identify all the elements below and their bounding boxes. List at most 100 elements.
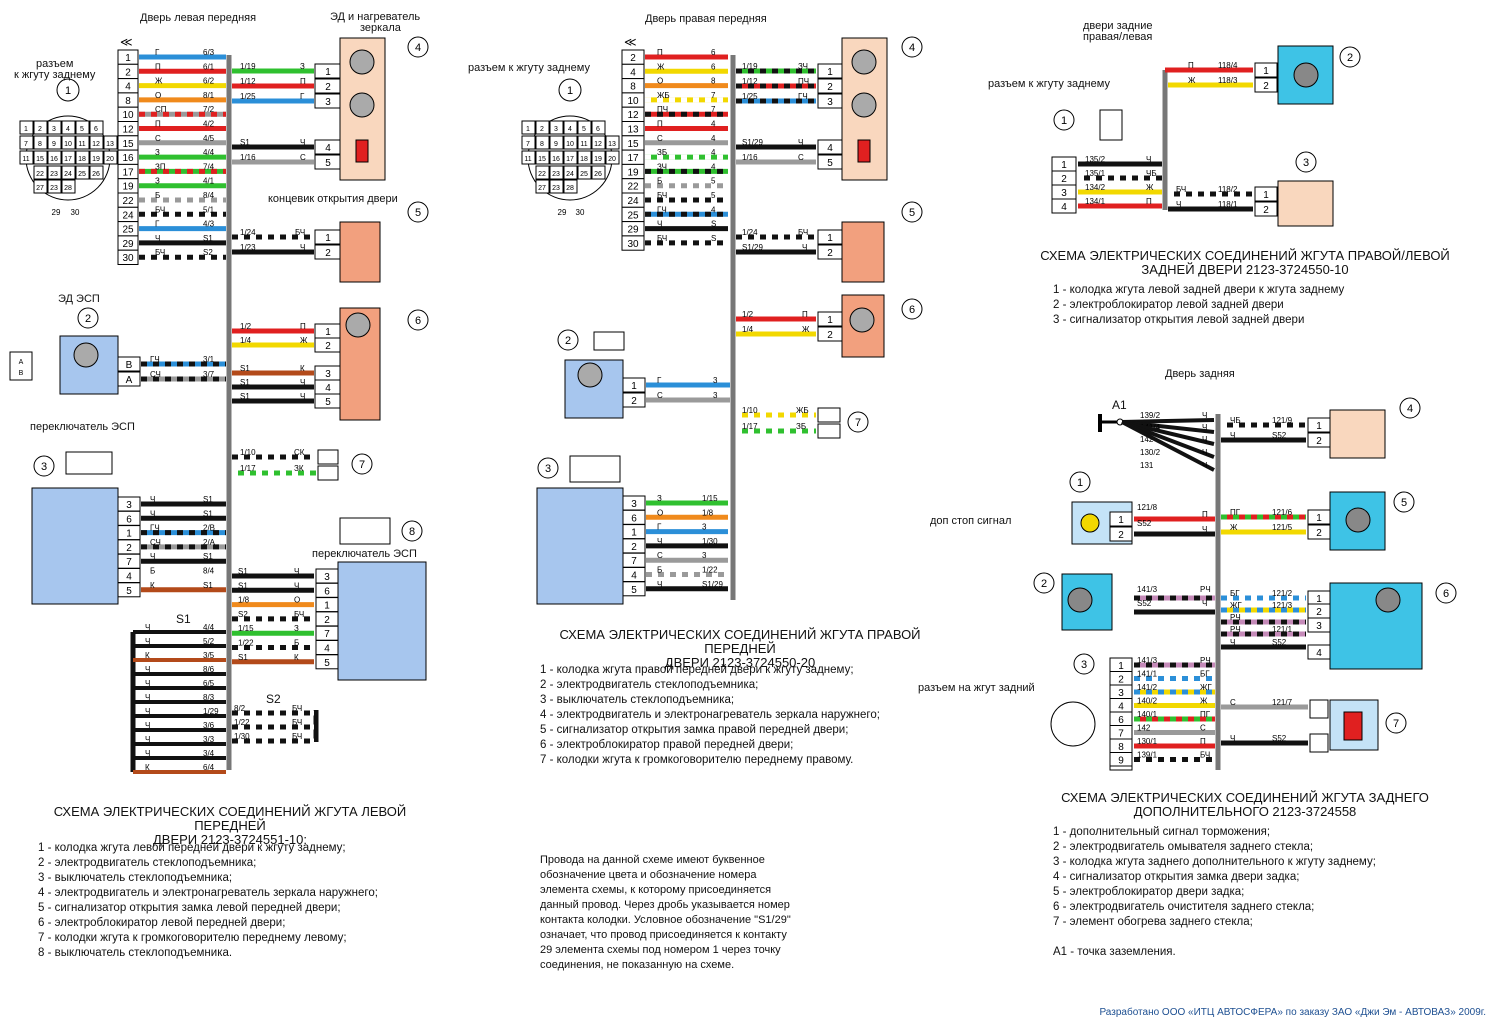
pin bbox=[314, 229, 341, 245]
wire-label: 1/4 bbox=[240, 336, 252, 345]
wire-letter: РЧ bbox=[1230, 613, 1241, 622]
connector-cell bbox=[103, 135, 118, 150]
pin-number: 2 bbox=[1316, 607, 1322, 618]
callout-2 bbox=[1033, 572, 1055, 594]
motor-icon bbox=[1375, 587, 1401, 613]
connector-cell-label: 8 bbox=[38, 141, 42, 148]
pin-number: 1 bbox=[1316, 594, 1322, 605]
mid-legend-item: 7 - колодки жгута к громкоговорителю пер… bbox=[540, 754, 854, 766]
callout-number: 5 bbox=[909, 207, 915, 219]
callout-number: 1 bbox=[65, 85, 71, 97]
pin-number: 2 bbox=[631, 542, 637, 553]
connector-cell bbox=[521, 120, 536, 135]
rear-side-legend-item: 2 - электроблокиратор левой задней двери bbox=[1053, 299, 1284, 311]
pin-number: 8 bbox=[125, 96, 131, 107]
pin-number: 5 bbox=[325, 158, 331, 169]
pin bbox=[117, 582, 141, 598]
lamp-icon bbox=[1080, 513, 1100, 533]
callout-4 bbox=[1399, 397, 1421, 419]
wire-label: 2/А bbox=[203, 538, 216, 547]
pin bbox=[817, 78, 843, 94]
pin bbox=[1307, 617, 1331, 633]
wire-letter: Ч bbox=[1230, 734, 1235, 743]
pin bbox=[1254, 186, 1278, 202]
wire-label: 1/30 bbox=[702, 537, 718, 546]
connector-cell-label: 15 bbox=[538, 156, 546, 163]
wire-label: 5 bbox=[711, 191, 716, 200]
wire-letter: Ч bbox=[294, 581, 299, 590]
wire-letter: СЧ bbox=[150, 538, 161, 547]
pin bbox=[817, 63, 843, 79]
pin bbox=[314, 393, 341, 409]
wire-label: 121/7 bbox=[1272, 698, 1293, 707]
switch-connector-icon bbox=[65, 451, 113, 475]
wire-label: 1/15 bbox=[238, 624, 254, 633]
connector-cell-label: 1 bbox=[24, 126, 28, 133]
callout-6 bbox=[407, 309, 429, 331]
wire-label: 139/2 bbox=[1140, 411, 1161, 420]
left-legend-item: 7 - колодки жгута к громкоговорителю пер… bbox=[38, 932, 347, 944]
wire-label: 4 bbox=[711, 120, 716, 129]
wire-letter: С bbox=[798, 153, 804, 162]
connector-cell bbox=[577, 120, 592, 135]
pin-number: 1 bbox=[125, 53, 131, 64]
left-legend-item: 8 - выключатель стеклоподъемника. bbox=[38, 947, 233, 959]
callout-number: 3 bbox=[1303, 157, 1309, 169]
rear-side-legend: 1 - колодка жгута левой задней двери к ж… bbox=[1053, 283, 1344, 328]
wire-letter: Ч bbox=[1176, 200, 1181, 209]
connector-cell-label: 12 bbox=[92, 141, 100, 148]
wire-letter: С bbox=[657, 134, 663, 143]
wire-letter: Ч bbox=[1146, 155, 1151, 164]
mid-legend-item: 1 - колодка жгута правой передней двери … bbox=[540, 664, 854, 676]
wire-letter: Ч bbox=[300, 378, 305, 387]
stop-label: доп стоп сигнал bbox=[930, 515, 1012, 527]
round-connector-icon bbox=[1050, 701, 1096, 747]
wire-letter: БЧ bbox=[1176, 185, 1186, 194]
wire-label: 5/2 bbox=[203, 637, 215, 646]
pin bbox=[314, 154, 341, 170]
connector-cell-label: 12 bbox=[594, 141, 602, 148]
mid-title-line-2: ДВЕРИ 2123-3724550-20 bbox=[664, 655, 816, 670]
wire-letter: Ч bbox=[657, 580, 662, 589]
wire-label: 121/2 bbox=[1272, 589, 1293, 598]
wire-label: 4/3 bbox=[203, 220, 215, 229]
wire-label: 1/16 bbox=[240, 153, 256, 162]
wire-letter: К bbox=[145, 651, 150, 660]
wire-letter: Ж bbox=[657, 62, 665, 71]
connector-cell bbox=[89, 120, 104, 135]
pin-number: 5 bbox=[324, 658, 330, 669]
pin bbox=[622, 377, 646, 393]
pin-number: 4 bbox=[325, 143, 331, 154]
wire-letter: Ч bbox=[294, 567, 299, 576]
wire-letter: Ж bbox=[1200, 697, 1208, 706]
connector-cell-label: 28 bbox=[566, 185, 574, 192]
pin-number: 25 bbox=[122, 225, 134, 236]
pin-number: 15 bbox=[627, 139, 639, 150]
rear-side-title-1: СХЕМА ЭЛЕКТРИЧЕСКИХ СОЕДИНЕНИЙ ЖГУТА ПРА… bbox=[1040, 248, 1450, 263]
wire-label: 4/1 bbox=[203, 177, 215, 186]
wire-letter: О bbox=[155, 91, 161, 100]
wire-letter: Ч bbox=[150, 495, 155, 504]
wire-label: S bbox=[711, 234, 716, 243]
connector-cell-label: 3 bbox=[554, 126, 558, 133]
motor-icon bbox=[577, 362, 603, 388]
note-line: 29 элемента схемы под номером 1 через то… bbox=[540, 944, 781, 956]
plug-icon bbox=[9, 351, 33, 381]
connector-cell-label: 20 bbox=[608, 156, 616, 163]
wire-label: 7 bbox=[711, 91, 716, 100]
rear-side-legend-item: 1 - колодка жгута левой задней двери к ж… bbox=[1053, 284, 1345, 296]
connector-cell-label: 19 bbox=[594, 156, 602, 163]
connector-cell bbox=[563, 165, 578, 180]
pin bbox=[1254, 77, 1278, 93]
connector-cell bbox=[521, 150, 536, 165]
wire-label: S52 bbox=[1272, 734, 1287, 743]
connector-cell bbox=[47, 165, 62, 180]
pin bbox=[314, 244, 341, 260]
callout-5 bbox=[407, 201, 429, 223]
s2-label: S2 bbox=[266, 692, 281, 706]
pin-number: 4 bbox=[126, 572, 132, 583]
wire-letter: Ч bbox=[300, 243, 305, 252]
mid-legend-item: 6 - электроблокиратор правой передней дв… bbox=[540, 739, 794, 751]
wire-label: 4 bbox=[711, 205, 716, 214]
connector-cell bbox=[591, 135, 606, 150]
